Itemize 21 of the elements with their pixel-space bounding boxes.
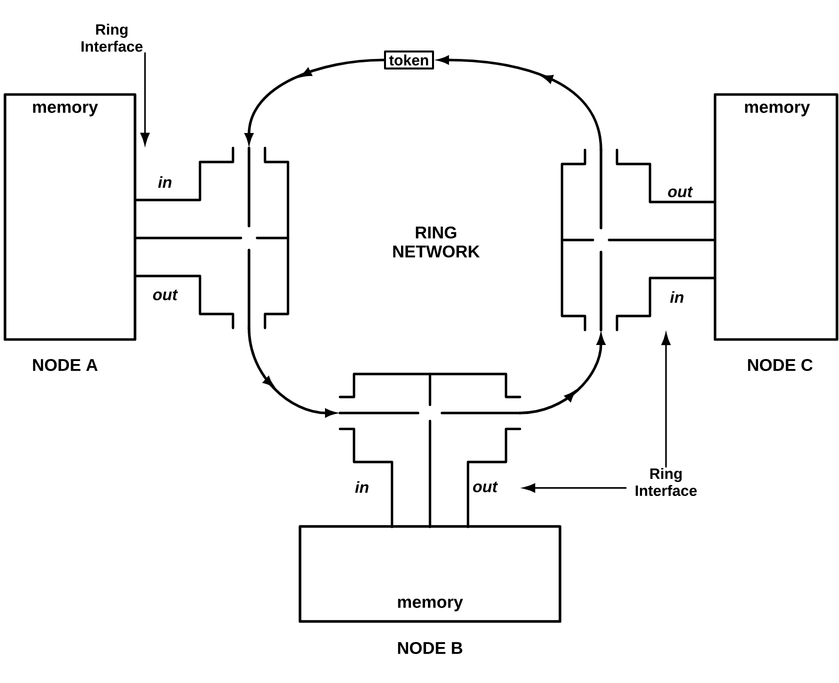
port-label: out [473,482,498,492]
port-label: out [668,186,693,198]
callout-text: Ring Interface [636,468,697,496]
port-label: in [355,481,368,493]
memory-box: memory [4,93,136,341]
port-label: in [670,291,684,303]
port-label: in [158,176,172,188]
leader-line [662,333,670,468]
leader-line [140,52,150,145]
ring-interface-drawing [134,146,290,330]
node-label: NODE C [748,358,813,372]
node-label: NODE A [33,358,98,372]
callout-text: Ring Interface [82,24,143,52]
token-box: token [384,50,434,70]
leader-line [523,484,627,492]
node-label: NODE B [398,642,462,654]
network-label: RING NETWORK [393,226,480,258]
memory-box: memory [714,93,838,341]
port-label: out [153,290,178,300]
ring-interface-drawing [560,148,716,332]
memory-box: memory [298,525,562,623]
